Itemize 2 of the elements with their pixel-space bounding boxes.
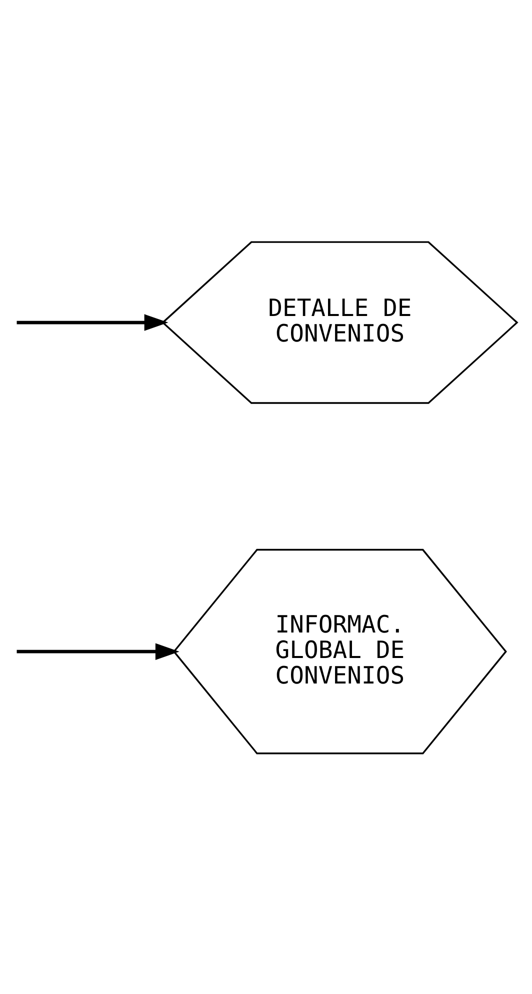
arrow bbox=[16, 314, 168, 330]
arrow bbox=[16, 642, 180, 660]
